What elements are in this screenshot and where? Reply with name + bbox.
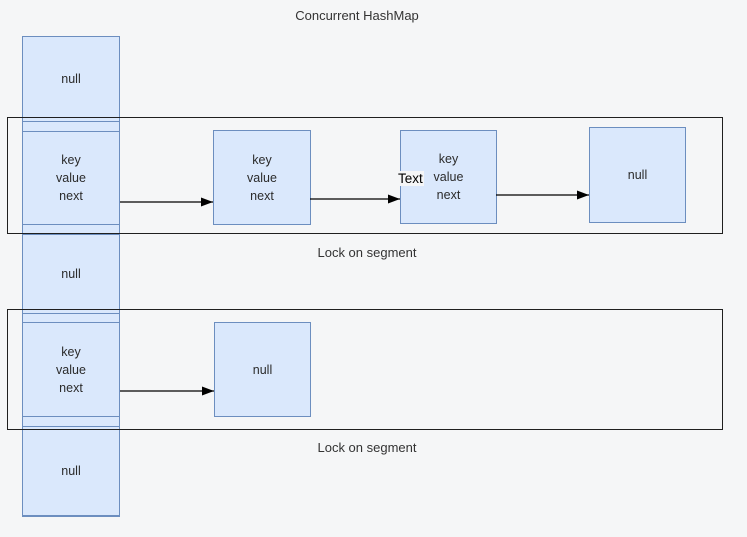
segment1-node-1: key value next — [213, 130, 311, 225]
bucket-cell-2: key value next — [22, 131, 120, 225]
edge-label-text: Text — [397, 171, 424, 186]
node-label: null — [627, 168, 648, 182]
segment2-lock-label: Lock on segment — [317, 440, 417, 455]
segment1-node-3: null — [589, 127, 686, 223]
node-label: key value next — [433, 152, 464, 202]
bucket-cell-label: null — [61, 267, 81, 281]
bucket-cell-label: key value next — [56, 344, 86, 395]
bucket-cell-5: null — [22, 426, 120, 516]
segment1-lock-label: Lock on segment — [317, 245, 417, 260]
bucket-cell-4: key value next — [22, 322, 120, 417]
node-label: null — [252, 362, 273, 377]
node-label: key value next — [247, 152, 277, 203]
bucket-cell-1: null — [22, 36, 120, 122]
bucket-cell-3: null — [22, 234, 120, 314]
diagram-title: Concurrent HashMap — [295, 8, 419, 23]
bucket-cell-label: key value next — [56, 153, 86, 203]
segment2-lock-rect — [7, 309, 723, 430]
segment2-node-1: null — [214, 322, 311, 417]
bucket-cell-label: null — [61, 72, 81, 86]
segment1-lock-rect — [7, 117, 723, 234]
bucket-cell-label: null — [61, 464, 81, 478]
